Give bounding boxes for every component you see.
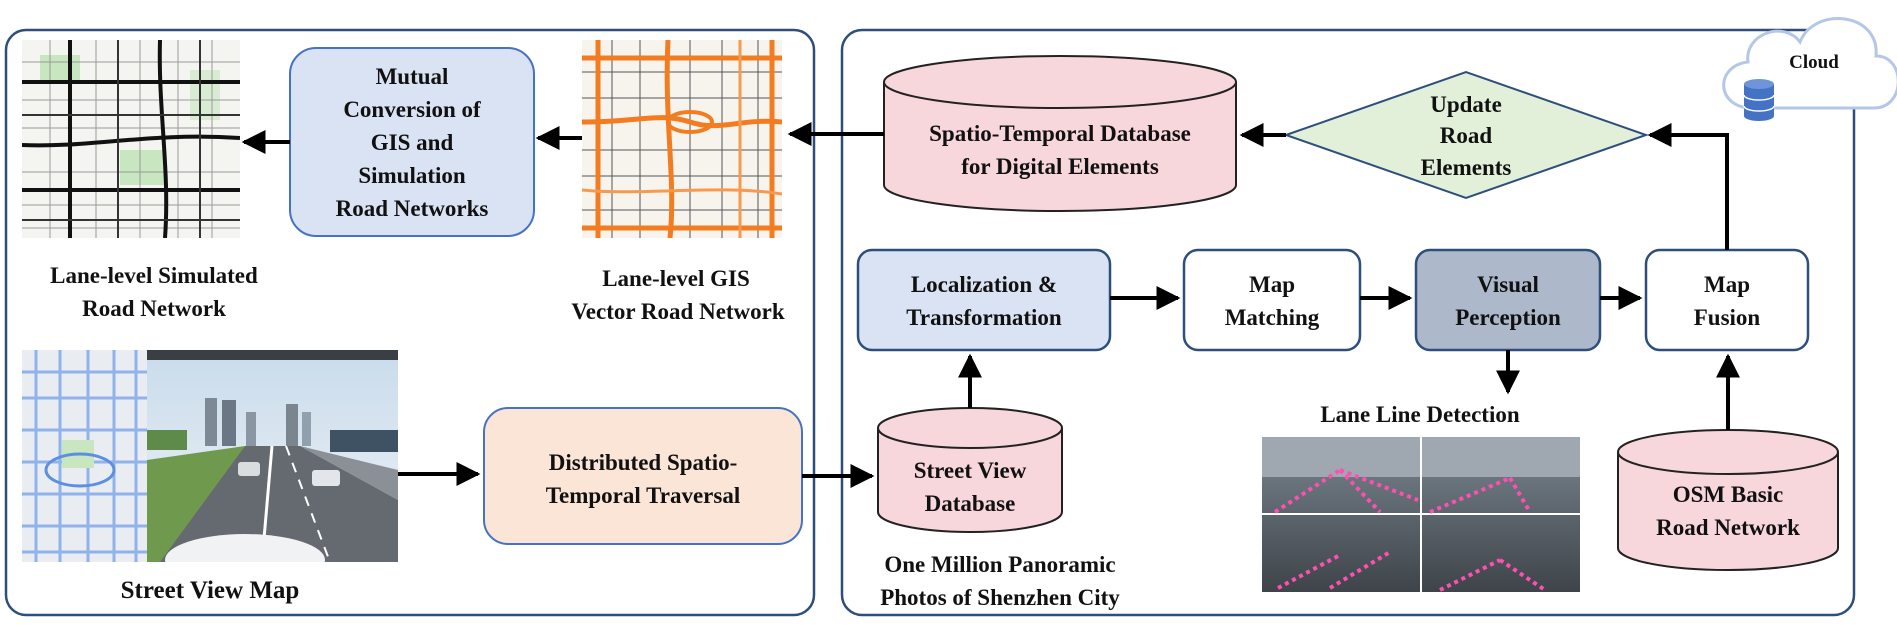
panoramic-caption-line-2: Photos of Shenzhen City — [880, 585, 1120, 610]
street-view-db-line-2: Database — [925, 491, 1016, 516]
left-panel — [4, 28, 816, 617]
map-matching-box — [1182, 248, 1362, 352]
visual-perception-line-1: Visual — [1477, 272, 1539, 297]
localization-line-1: Localization & — [911, 272, 1057, 297]
osm-db-cylinder — [1617, 429, 1839, 571]
mutual-conversion-line-4: Simulation — [358, 163, 466, 188]
visual-perception-box — [1414, 248, 1602, 352]
street-view-photo — [147, 350, 398, 562]
lane-sim-caption-line-2: Road Network — [82, 296, 226, 321]
lane-gis-caption-line-2: Vector Road Network — [571, 299, 785, 324]
right-panel — [840, 28, 1856, 617]
lane-sim-image — [22, 40, 240, 238]
spatio-temporal-db-cylinder — [883, 55, 1237, 212]
lane-sim-caption-line-1: Lane-level Simulated — [50, 263, 258, 288]
spatio-db-line-1: Spatio-Temporal Database — [929, 121, 1191, 146]
map-matching-line-1: Map — [1249, 272, 1295, 297]
panoramic-caption-line-1: One Million Panoramic — [884, 552, 1115, 577]
distributed-traversal-box — [483, 407, 803, 545]
lane-gis-image — [582, 40, 782, 238]
map-fusion-box — [1644, 248, 1810, 352]
update-diamond — [1282, 70, 1650, 200]
cloud-database-icon — [1743, 79, 1775, 121]
map-matching-line-2: Matching — [1225, 305, 1320, 330]
street-view-map-caption: Street View Map — [121, 577, 300, 604]
mutual-conversion-line-1: Mutual — [376, 64, 449, 89]
osm-line-1: OSM Basic — [1673, 482, 1784, 507]
lane-detection-image — [1262, 437, 1580, 592]
map-fusion-line-2: Fusion — [1694, 305, 1761, 330]
update-line-1: Update — [1430, 92, 1502, 117]
arrow-fusion-to-update — [1647, 123, 1729, 250]
mutual-conversion-line-2: Conversion of — [343, 97, 481, 122]
street-view-db-line-1: Street View — [914, 458, 1027, 483]
osm-line-2: Road Network — [1656, 515, 1800, 540]
lane-detection-caption: Lane Line Detection — [1320, 402, 1520, 427]
distributed-line-1: Distributed Spatio- — [549, 450, 738, 475]
distributed-line-2: Temporal Traversal — [546, 483, 740, 508]
mutual-conversion-line-5: Road Networks — [336, 196, 489, 221]
localization-box — [856, 248, 1112, 352]
localization-line-2: Transformation — [906, 305, 1062, 330]
spatio-db-line-2: for Digital Elements — [961, 154, 1159, 179]
update-line-2: Road — [1440, 123, 1493, 148]
street-view-db-cylinder — [877, 407, 1063, 533]
cloud-label: Cloud — [1789, 52, 1839, 73]
mutual-conversion-line-3: GIS and — [371, 130, 454, 155]
update-line-3: Elements — [1421, 155, 1512, 180]
visual-perception-line-2: Perception — [1455, 305, 1561, 330]
street-view-map-tile — [22, 350, 147, 562]
lane-gis-caption-line-1: Lane-level GIS — [602, 266, 750, 291]
map-fusion-line-1: Map — [1704, 272, 1750, 297]
